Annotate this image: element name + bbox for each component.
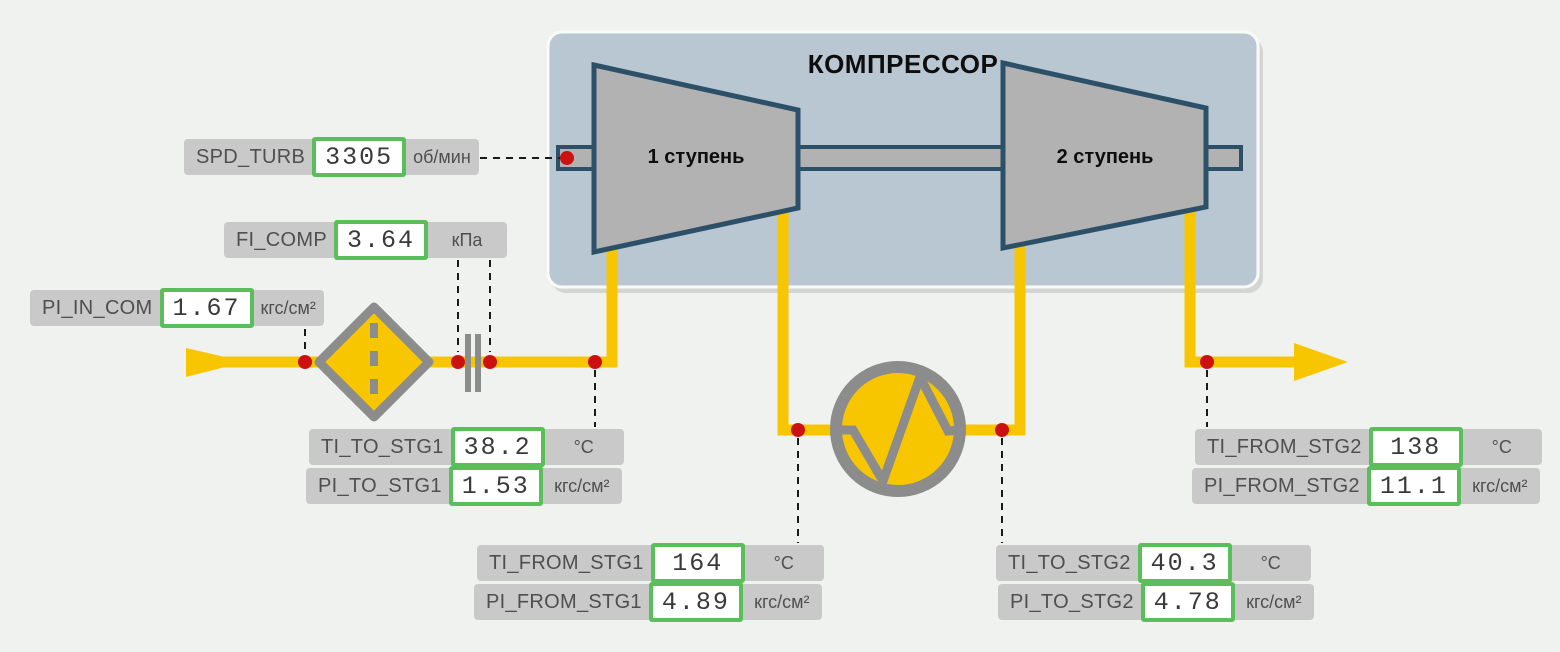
cooler-zigzag-icon (840, 365, 962, 492)
instrument-pi-to-stg1[interactable]: PI_TO_STG1 1.53 кгс/см² (306, 466, 622, 506)
instrument-spd-turb[interactable]: SPD_TURB 3305 об/мин (184, 137, 479, 177)
instrument-unit: об/мин (413, 146, 471, 167)
instrument-value: 11.1 (1366, 466, 1461, 506)
instrument-value: 40.3 (1137, 543, 1232, 583)
instrument-value: 4.89 (648, 582, 743, 622)
sensor-dot-fi-comp-left (451, 355, 465, 369)
instrument-unit: кгс/см² (260, 297, 316, 318)
inlet-arrow-icon (186, 348, 225, 377)
instrument-pi-to-stg2[interactable]: PI_TO_STG2 4.78 кгс/см² (998, 582, 1314, 622)
instrument-tag-name: PI_TO_STG2 (1010, 590, 1134, 613)
instrument-fi-comp[interactable]: FI_COMP 3.64 кПа (224, 220, 507, 260)
instrument-tag-name: SPD_TURB (196, 145, 306, 168)
instrument-unit: кПа (451, 229, 483, 250)
sensor-dot-fi-comp-right (483, 355, 497, 369)
instrument-unit: °C (573, 436, 594, 457)
sensor-dot-to-stg2 (995, 423, 1009, 437)
instrument-value: 4.78 (1140, 582, 1235, 622)
stage1-compressor-body (591, 61, 801, 256)
sensor-dot-from-stg1 (791, 423, 805, 437)
orifice-plate-right-bar (475, 334, 481, 392)
compressor-title: КОМПРЕССОР (807, 49, 999, 79)
shaft-interstage (794, 145, 1008, 171)
stage2-label: 2 ступень (1056, 146, 1154, 168)
instrument-unit: кгс/см² (754, 591, 810, 612)
sensor-dot-ti-to-stg1 (588, 355, 602, 369)
instrument-value: 3305 (312, 137, 407, 177)
instrument-ti-to-stg1[interactable]: TI_TO_STG1 38.2 °C (309, 427, 624, 467)
instrument-pi-from-stg2[interactable]: PI_FROM_STG2 11.1 кгс/см² (1192, 466, 1540, 506)
instrument-ti-from-stg1[interactable]: TI_FROM_STG1 164 °C (477, 543, 824, 583)
instrument-ti-to-stg2[interactable]: TI_TO_STG2 40.3 °C (996, 543, 1311, 583)
instrument-value: 138 (1368, 427, 1463, 467)
instrument-pi-in-com[interactable]: PI_IN_COM 1.67 кгс/см² (30, 288, 324, 328)
outlet-arrow-icon (1294, 343, 1348, 381)
pipe-stage2-to-outlet (1184, 206, 1296, 368)
instrument-tag-name: TI_TO_STG1 (321, 435, 444, 458)
stage1-label: 1 ступень (647, 146, 745, 168)
sensor-dot-from-stg2 (1200, 355, 1214, 369)
instrument-tag-name: TI_FROM_STG2 (1207, 435, 1362, 458)
instrument-tag-name: PI_TO_STG1 (318, 474, 442, 497)
instrument-tag-name: TI_FROM_STG1 (489, 551, 644, 574)
instrument-unit: кгс/см² (554, 475, 610, 496)
stage2-compressor-body (1000, 59, 1209, 252)
instrument-unit: °C (1260, 552, 1281, 573)
instrument-tag-name: PI_FROM_STG1 (486, 590, 642, 613)
instrument-unit: °C (773, 552, 794, 573)
sensor-dot-pi-in-com (298, 355, 312, 369)
instrument-tag-name: FI_COMP (236, 228, 327, 251)
instrument-unit: кгс/см² (1246, 591, 1302, 612)
instrument-pi-from-stg1[interactable]: PI_FROM_STG1 4.89 кгс/см² (474, 582, 822, 622)
instrument-tag-name: PI_IN_COM (42, 296, 153, 319)
instrument-value: 3.64 (334, 220, 428, 260)
instrument-value: 164 (650, 543, 745, 583)
instrument-value: 1.53 (448, 466, 543, 506)
instrument-ti-from-stg2[interactable]: TI_FROM_STG2 138 °C (1195, 427, 1542, 467)
instrument-value: 38.2 (450, 427, 545, 467)
instrument-tag-name: PI_FROM_STG2 (1204, 474, 1360, 497)
instrument-unit: °C (1491, 436, 1512, 457)
instrument-value: 1.67 (159, 288, 254, 328)
instrument-unit: кгс/см² (1472, 475, 1528, 496)
sensor-dot-spd-turb (560, 151, 574, 165)
instrument-tag-name: TI_TO_STG2 (1008, 551, 1131, 574)
orifice-plate-left-bar (465, 334, 471, 392)
